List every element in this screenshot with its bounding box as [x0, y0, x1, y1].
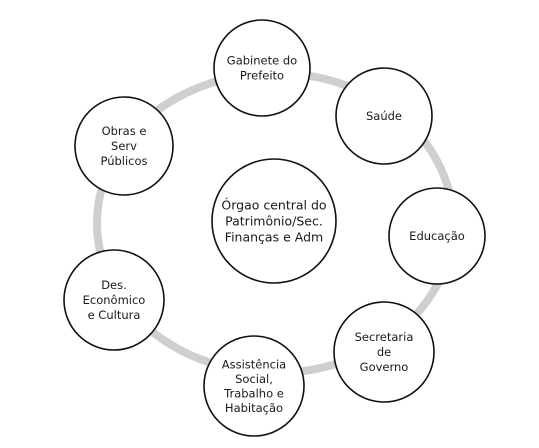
node-label-line-secretaria-de-governo-2: Governo [360, 360, 409, 374]
node-label-line-assistencia-social-2: Trabalho e [223, 386, 284, 400]
node-circle-educacao [388, 187, 486, 285]
node-label-line-secretaria-de-governo-0: Secretaria [355, 330, 414, 344]
node-label-line-des-economico-cultura-1: Econômico [83, 293, 146, 307]
node-label-line-saude-0: Saúde [366, 109, 402, 123]
node-label-line-assistencia-social-3: Habitação [225, 401, 283, 415]
node-center: Órgao central doPatrimônio/Sec.Finanças … [211, 158, 337, 284]
node-label-line-center-0: Órgao central do [221, 197, 326, 212]
node-saude: Saúde [335, 67, 433, 165]
node-circle-center [211, 158, 337, 284]
node-label-line-des-economico-cultura-2: e Cultura [88, 308, 141, 322]
node-label-line-gabinete-do-prefeito-0: Gabinete do [227, 54, 297, 68]
node-educacao: Educação [388, 187, 486, 285]
node-label-line-educacao-0: Educação [409, 229, 465, 243]
node-circle-secretaria-de-governo [333, 301, 435, 403]
node-label-line-obras-serv-publicos-1: Serv [111, 139, 137, 153]
node-label-line-secretaria-de-governo-1: de [377, 345, 391, 359]
node-label-line-center-1: Patrimônio/Sec. [225, 213, 323, 228]
node-circle-obras-serv-publicos [74, 96, 174, 196]
node-circle-saude [335, 67, 433, 165]
node-label-line-center-2: Finanças e Adm [225, 229, 323, 244]
node-label-line-assistencia-social-1: Social, [235, 372, 273, 386]
node-circle-des-economico-cultura [63, 249, 165, 351]
node-label-line-gabinete-do-prefeito-1: Prefeito [240, 69, 284, 83]
node-circle-gabinete-do-prefeito [213, 19, 311, 117]
node-label-line-obras-serv-publicos-0: Obras e [102, 124, 147, 138]
node-label-line-obras-serv-publicos-2: Públicos [100, 154, 147, 168]
node-label-line-assistencia-social-0: Assistência [222, 357, 286, 371]
node-label-line-des-economico-cultura-0: Des. [101, 278, 127, 292]
node-circle-assistencia-social [203, 335, 305, 437]
